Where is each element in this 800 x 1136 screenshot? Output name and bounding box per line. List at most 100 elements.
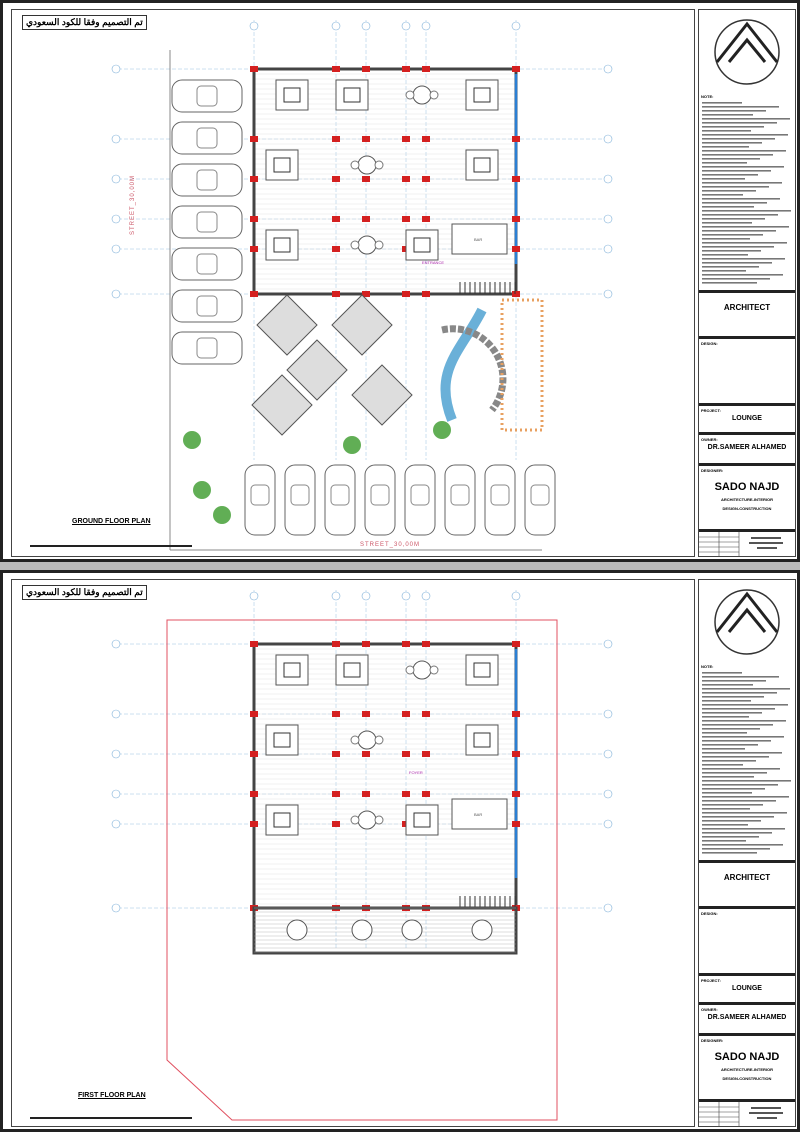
grid-bubble	[603, 639, 613, 649]
designer-sub1: ARCHITECTURE-INTERIOR	[721, 497, 773, 502]
grid-bubble	[603, 903, 613, 913]
note-line	[702, 102, 742, 104]
column	[362, 176, 370, 182]
general-notes: NOTE:	[699, 662, 795, 857]
terrace-table	[286, 919, 308, 941]
note-line	[702, 760, 756, 762]
note-line	[702, 752, 782, 754]
note-line	[702, 122, 777, 124]
column	[332, 641, 340, 647]
revision-table	[699, 1099, 795, 1127]
column	[332, 711, 340, 717]
column	[402, 641, 410, 647]
grid-bubble	[111, 709, 121, 719]
car-windshield	[196, 337, 218, 359]
car-windshield	[196, 295, 218, 317]
note-line	[702, 716, 749, 718]
column	[512, 711, 520, 717]
coffee-table	[473, 732, 491, 748]
palm-tree	[183, 431, 201, 449]
chair	[429, 665, 439, 675]
note-line	[702, 134, 788, 136]
coffee-table	[413, 812, 431, 828]
project-label: PROJECT:	[701, 408, 721, 413]
car-windshield	[196, 211, 218, 233]
note-line	[702, 776, 754, 778]
grid-bubble	[421, 21, 431, 31]
grid-bubble	[603, 709, 613, 719]
grid-bubble	[111, 639, 121, 649]
column	[332, 751, 340, 757]
note-line	[702, 146, 749, 148]
parked-car	[284, 464, 316, 536]
note-line	[702, 732, 747, 734]
notes-text-lines	[702, 672, 791, 854]
note-line	[702, 226, 789, 228]
column	[512, 291, 520, 297]
coffee-table	[473, 87, 491, 103]
note-line	[702, 720, 786, 722]
owner-label: OWNER:	[701, 1007, 718, 1012]
column	[362, 711, 370, 717]
project-name: LOUNGE	[732, 415, 762, 422]
owner-name: DR.SAMEER ALHAMED	[707, 444, 787, 451]
column	[332, 216, 340, 222]
grid-bubble	[401, 21, 411, 31]
parked-car	[244, 464, 276, 536]
column	[250, 821, 258, 827]
note-line	[702, 676, 779, 678]
owner-box: OWNER: DR.SAMEER ALHAMED	[699, 432, 795, 462]
grid-bubble	[111, 214, 121, 224]
chair	[405, 665, 415, 675]
sofa-set	[335, 79, 369, 111]
note-line	[702, 836, 759, 838]
coffee-table	[413, 237, 431, 253]
column	[422, 751, 430, 757]
grid-bubble	[331, 591, 341, 601]
note-line	[702, 800, 776, 802]
car-windshield	[530, 484, 550, 506]
note-line	[702, 270, 746, 272]
grid-bubble	[111, 244, 121, 254]
column	[250, 641, 258, 647]
round-table	[412, 660, 432, 680]
note-line	[702, 768, 780, 770]
column	[250, 791, 258, 797]
note-line	[702, 210, 791, 212]
round-table	[357, 730, 377, 750]
coffee-table	[273, 157, 291, 173]
note-line	[702, 852, 757, 854]
note-line	[702, 166, 784, 168]
note-line	[702, 110, 766, 112]
note-line	[702, 142, 762, 144]
note-line	[702, 114, 753, 116]
note-line	[702, 692, 777, 694]
architect-box: ARCHITECT	[699, 860, 795, 905]
column	[422, 641, 430, 647]
column	[402, 216, 410, 222]
note-line	[702, 206, 754, 208]
grid-bubble	[361, 21, 371, 31]
note-line	[702, 234, 763, 236]
note-line	[702, 756, 769, 758]
column	[402, 136, 410, 142]
project-box: PROJECT: LOUNGE	[699, 403, 795, 431]
note-line	[702, 804, 763, 806]
column	[512, 641, 520, 647]
note-line	[702, 844, 783, 846]
grid-bubble	[111, 174, 121, 184]
note-line	[702, 162, 747, 164]
room-label: BAR	[474, 237, 482, 242]
grid-bubble	[603, 214, 613, 224]
coffee-table	[343, 662, 361, 678]
note-line	[702, 190, 756, 192]
grid-bubble	[111, 789, 121, 799]
note-line	[702, 712, 762, 714]
parked-car	[171, 79, 243, 113]
note-line	[702, 118, 790, 120]
parked-car	[364, 464, 396, 536]
note-line	[702, 258, 785, 260]
note-line	[702, 262, 772, 264]
